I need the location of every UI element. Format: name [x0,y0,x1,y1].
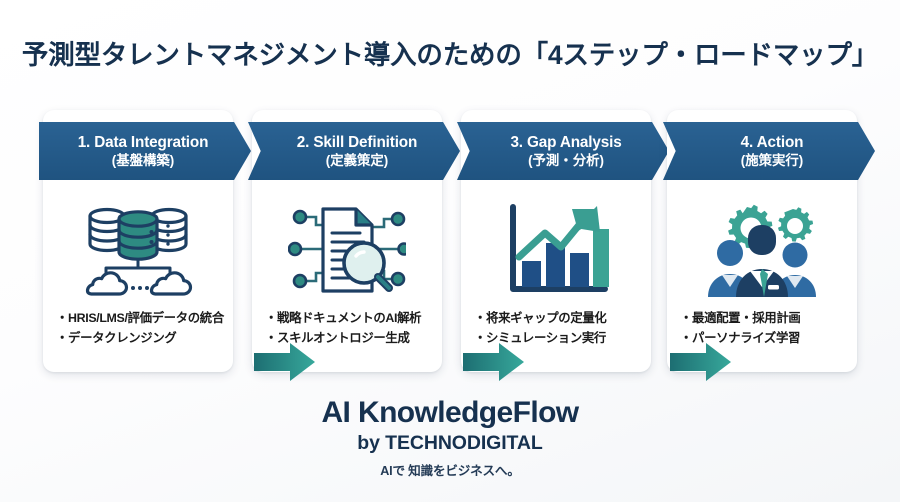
bullet-item: ・スキルオントロジー生成 [265,331,410,346]
step-card-data-integration[interactable]: 1. Data Integration (基盤構築) [39,110,251,372]
bullet-item: ・データクレンジング [56,331,177,346]
footer-branding: AI KnowledgeFlow by TECHNODIGITAL AIで 知識… [0,396,900,479]
right-arrow-icon [254,342,316,382]
right-arrow-icon [463,342,525,382]
step-title-en: 1. Data Integration [77,133,209,151]
step-title-jp: (予測・分析) [528,152,604,168]
brand-tagline: AIで 知識をビジネスへ。 [380,463,520,478]
step-bullets: ・将来ギャップの定量化 ・シミュレーション実行 [461,308,651,348]
bullet-item: ・最適配置・採用計画 [680,311,801,325]
step-title-jp: (定義策定) [325,152,389,168]
step-card-skill-definition[interactable]: 2. Skill Definition (定義策定) [248,110,460,372]
bullet-item: ・戦略ドキュメントのAI解析 [265,311,422,325]
bar-chart-trend-icon [461,188,651,310]
steps-row: 1. Data Integration (基盤構築) [39,110,875,381]
step-header: 4. Action (施策実行) [663,122,875,180]
step-title-jp: (施策実行) [740,152,804,168]
step-bullets: ・HRIS/LMS/評価データの統合 ・データクレンジング [43,308,233,348]
step-header: 1. Data Integration (基盤構築) [39,122,251,180]
team-gears-icon [667,188,857,310]
bullet-item: ・パーソナライズ学習 [680,331,801,346]
step-title-en: 4. Action [740,133,804,151]
step-header: 3. Gap Analysis (予測・分析) [457,122,669,180]
step-card-gap-analysis[interactable]: 3. Gap Analysis (予測・分析) [457,110,669,372]
bullet-item: ・シミュレーション実行 [474,331,606,346]
step-title-en: 3. Gap Analysis [510,133,622,151]
step-title-en: 2. Skill Definition [296,133,418,151]
brand-byline: by TECHNODIGITAL [357,431,543,454]
step-bullets: ・最適配置・採用計画 ・パーソナライズ学習 [667,308,857,348]
step-bullets: ・戦略ドキュメントのAI解析 ・スキルオントロジー生成 [252,308,442,348]
step-header: 2. Skill Definition (定義策定) [248,122,460,180]
bullet-item: ・将来ギャップの定量化 [474,311,607,325]
step-title-jp: (基盤構築) [111,152,175,168]
database-cloud-icon [43,188,233,310]
step-card-action[interactable]: 4. Action (施策実行) [663,110,875,372]
page-title: 予測型タレントマネジメント導入のための「4ステップ・ロードマップ」 [21,40,879,70]
bullet-item: ・HRIS/LMS/評価データの統合 [56,311,224,325]
brand-name: AI KnowledgeFlow [321,396,579,429]
right-arrow-icon [670,342,732,382]
document-magnifier-network-icon [252,188,442,310]
